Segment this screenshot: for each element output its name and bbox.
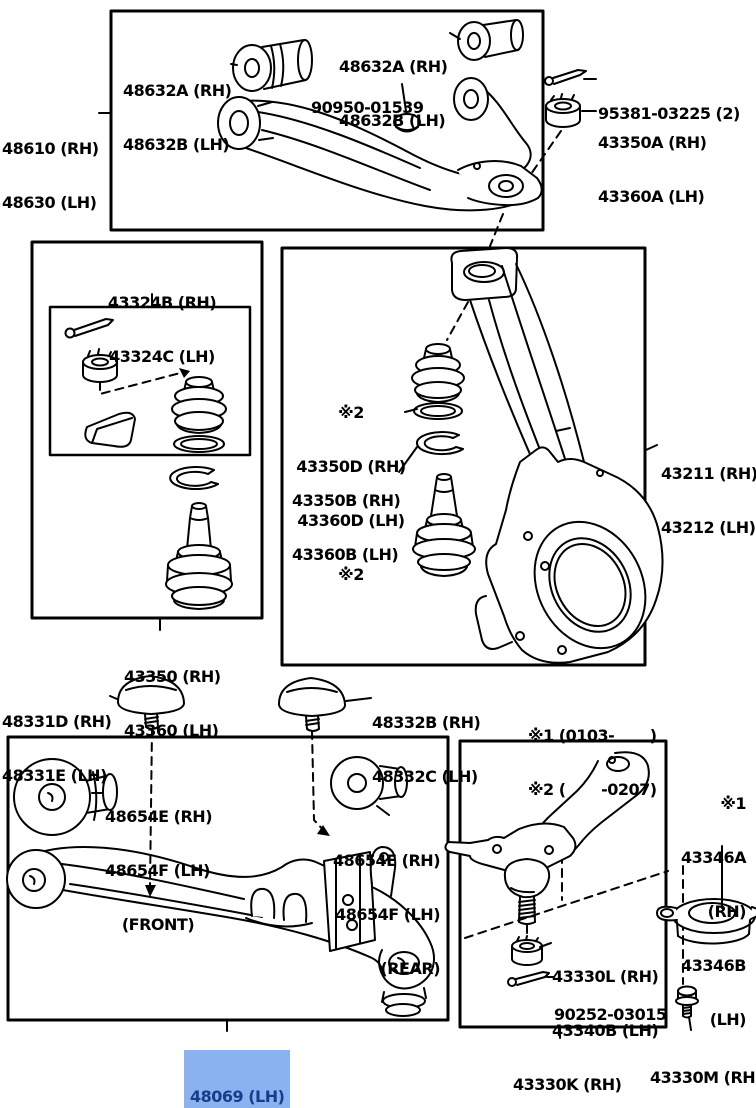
label-lower-nut: 43330L (RH) 43340B (LH) [552,932,659,1058]
steering-knuckle-drawing [450,247,664,664]
plug-icon [393,113,421,133]
label-upper-arm: 48610 (RH) 48630 (LH) [2,104,99,230]
label-camber-cam: ※1 43346A (RH) 43346B (LH) [678,759,747,1047]
lower-bushing-front-icon [13,758,118,836]
label-lower-balljoint: 43330K (RH) 43340A (LH) [513,1040,622,1108]
label-line: 48332C (LH) [372,767,478,786]
label-line: 48630 (LH) [2,193,97,212]
label-line: 43212 (LH) [661,518,756,537]
lower-bushing-rear-icon [330,756,408,810]
label-production-notes: ※1 (0103- ) ※2 ( -0207) [528,691,657,817]
label-upper-balljoint-kit: 43324B (RH) 43324C (LH) [106,258,218,384]
label-line: 43340B (LH) [552,1021,659,1040]
label-line: 95381-03225 (2) [598,104,740,123]
label-bump-stop-rear: 48332B (RH) 48332C (LH) [372,678,481,804]
label-line: 48069 (LH) [190,1087,285,1106]
label-line: 48654F (LH) [105,861,210,880]
label-line: 48654F (LH) [335,905,440,924]
label-knuckle: 43211 (RH) 43212 (LH) [661,429,756,555]
label-lower-cotter-pin: 90252-03015 [554,970,667,1042]
leader-lines [91,32,723,1039]
knuckle-steering-arm-drawing [444,751,650,925]
upper-balljoint-drawing [165,466,233,610]
cotter-pin-icon-upper [544,69,587,86]
label-line: 43346A [680,848,747,867]
label-line: 90252-03015 [554,1005,667,1024]
production-note-1: ※1 (0103- ) [528,726,657,745]
label-line: 48331E (LH) [2,766,107,785]
label-line: (RH) [707,902,747,921]
label-line: 48331D (RH) [2,712,112,731]
castle-nut-icon-upper [545,93,581,128]
label-line: 43360D (LH) [297,511,405,530]
label-upper-arm-plug: 90950-01539 [311,63,424,135]
upper-control-arm-drawing [217,77,543,212]
label-upper-balljoint: 43350 (RH) 43360 (LH) [124,632,221,758]
label-camber-bolt: 43330M (RH) 43340C (LH) [650,1033,756,1108]
label-line: 43360B (LH) [292,545,399,564]
label-line: 43330L (RH) [552,967,659,986]
label-line: 43350A (RH) [598,133,707,152]
label-line: 43360 (LH) [124,721,219,740]
label-line: 43350 (RH) [124,667,221,686]
production-note-2: ※2 ( -0207) [528,780,657,799]
cotter-pin-icon-lower [507,971,550,987]
label-line: 48632B (LH) [339,111,446,130]
label-lower-bushing-front: 48654E (RH) 48654F (LH) (FRONT) [105,772,213,952]
label-line: 43324B (RH) [107,293,217,312]
label-line: 43350D (RH) [296,457,406,476]
label-line: 48654E (RH) [105,807,213,826]
label-line: 48332B (RH) [372,713,481,732]
label-line: (LH) [709,1010,747,1029]
label-line: 43211 (RH) [661,464,756,483]
figure-code: 480001-D [655,1081,747,1108]
label-line: 43360A (LH) [598,187,705,206]
label-line: (FRONT) [121,915,195,934]
part-link-48069-highlighted[interactable]: 48069 (LH) [184,1050,291,1108]
label-line: 43350B (RH) [292,491,401,510]
label-line: 43346B [681,956,746,975]
label-upper-bushing-left: 48632A (RH) 48632B (LH) [123,46,232,172]
label-line: (REAR) [380,959,440,978]
camber-bolt-icon [675,985,699,1019]
label-line: 48654E (RH) [333,851,441,870]
label-line: 48610 (RH) [2,139,99,158]
label-lower-bushing-rear: 48654E (RH) 48654F (LH) (REAR) [332,816,441,996]
camber-cam-drawing [656,898,756,945]
upper-bushing-right-icon [457,19,524,61]
label-line: 48632A (RH) [339,57,448,76]
knuckle-balljoint-parts-drawing [411,343,476,577]
label-note: ※1 [720,794,746,813]
arrowheads [145,368,330,897]
upper-bushing-left-icon [232,39,313,92]
label-line: 43330K (RH) [513,1075,622,1094]
label-note: ※2 [338,403,364,422]
label-line: 43324C (LH) [109,347,215,366]
label-dust-cover: ※2 43350D (RH) 43360D (LH) ※2 [296,368,406,602]
label-line: 48632A (RH) [123,81,232,100]
upper-balljoint-kit-drawing [64,318,227,453]
label-note: ※2 [338,565,364,584]
label-upper-bushing-right: 48632A (RH) 48632B (LH) [339,22,448,148]
label-line: 90950-01539 [311,98,424,117]
bump-stop-rear-icon [278,677,346,732]
label-bump-stop-front: 48331D (RH) 48331E (LH) [2,677,112,803]
lower-control-arm-drawing [6,846,435,1017]
castle-nut-icon-lower [511,935,543,966]
bump-stop-front-icon [117,675,185,730]
label-upper-nut: 43350A (RH) 43360A (LH) [598,98,707,224]
label-snap-ring: 43350B (RH) 43360B (LH) [292,456,401,582]
label-line: 43330M (RH) [650,1068,756,1087]
label-upper-cotter-pin: 95381-03225 (2) [598,69,740,141]
label-line: 48632B (LH) [123,135,230,154]
